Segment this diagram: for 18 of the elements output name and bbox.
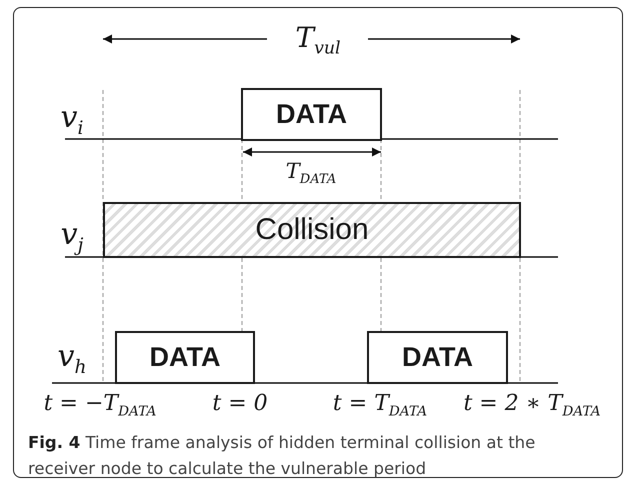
collision-box xyxy=(103,202,521,258)
data-frame-box xyxy=(115,331,255,384)
time-label: t = 0 xyxy=(212,393,268,415)
frame-label: DATA xyxy=(276,99,347,130)
frame-label: DATA xyxy=(402,342,473,373)
frame-label: DATA xyxy=(150,342,220,373)
node-label: v$_{j}$ xyxy=(60,220,84,256)
data-frame-box xyxy=(367,331,508,384)
duration-label: T$_{DATA}$ xyxy=(286,161,336,186)
data-frame-box xyxy=(241,88,382,141)
node-label: v$_{i}$ xyxy=(60,103,84,139)
time-label: t = −T$_{DATA}$ xyxy=(44,393,156,420)
time-label: t = 2 ∗ T$_{DATA}$ xyxy=(463,393,601,420)
node-label: v$_{h}$ xyxy=(58,342,86,378)
time-label: t = T$_{DATA}$ xyxy=(332,393,428,420)
figure-caption: Fig. 4 Time frame analysis of hidden terminal collision at the receiver node to calculate the vulnerable period xyxy=(28,432,536,480)
frame-label: Collision xyxy=(255,213,369,247)
period-label: T$_{vul}$ xyxy=(295,24,341,58)
